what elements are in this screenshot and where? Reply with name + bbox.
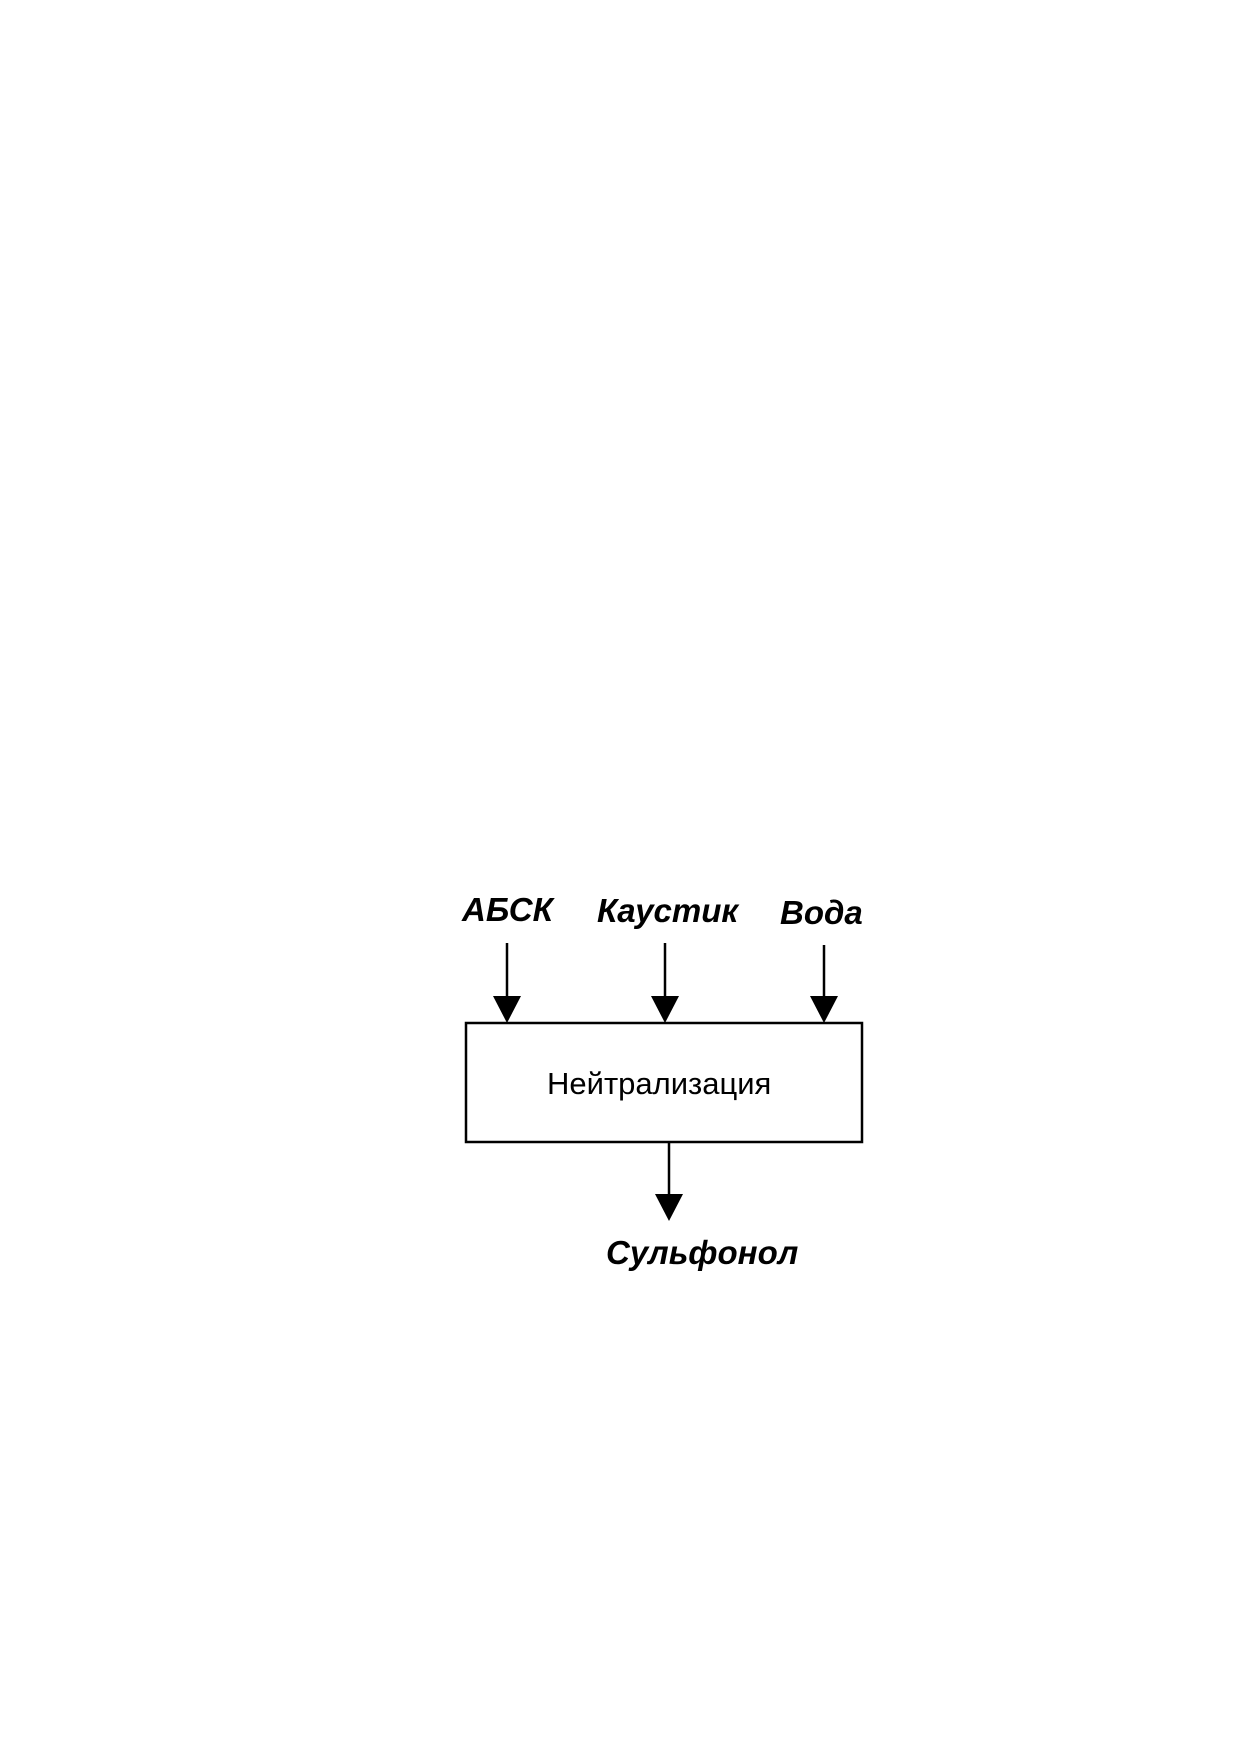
output-label-sulfonol: Сульфонол: [606, 1234, 799, 1271]
output-arrow: [655, 1142, 683, 1221]
input-arrow-kaustik: [651, 943, 679, 1023]
input-arrow-absk: [493, 943, 521, 1023]
input-label-voda: Вода: [780, 894, 863, 931]
process-label: Нейтрализация: [547, 1066, 772, 1101]
input-label-absk: АБСК: [462, 891, 553, 928]
input-label-kaustik: Каустик: [597, 892, 739, 929]
process-box: [464, 1021, 864, 1144]
input-arrow-voda: [810, 945, 838, 1023]
